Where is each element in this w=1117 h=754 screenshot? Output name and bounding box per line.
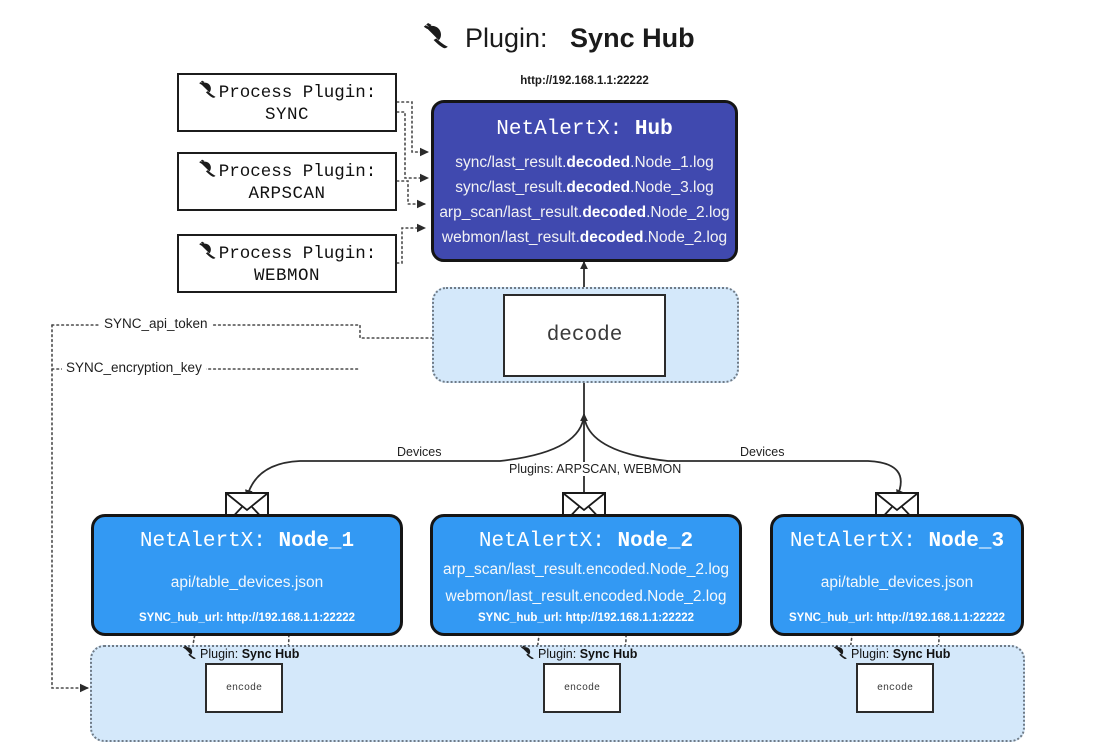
devices-left-label: Devices <box>394 445 445 459</box>
node-box-node-2[interactable]: NetAlertX: Node_2 arp_scan/last_result.e… <box>430 514 742 636</box>
process-plugin-arpscan[interactable]: Process Plugin: ARPSCAN <box>177 152 397 211</box>
encode-label: encode <box>225 682 262 694</box>
log-mid: decoded <box>566 154 631 171</box>
hub-title-prefix: NetAlertX: <box>496 118 623 141</box>
hub-log-line: sync/last_result.decoded.Node_1.log <box>434 150 735 175</box>
plug-icon <box>198 241 217 266</box>
node-title-name: Node_1 <box>278 530 355 553</box>
node-box-node-3[interactable]: NetAlertX: Node_3 api/table_devices.json… <box>770 514 1024 636</box>
sync-api-token-label: SYNC_api_token <box>100 316 212 331</box>
node-hub-url: SYNC_hub_url: http://192.168.1.1:22222 <box>788 612 1006 624</box>
log-pre: webmon/last_result. <box>441 229 580 246</box>
encoder-prefix: Plugin: <box>538 647 577 661</box>
node-line: api/table_devices.json <box>170 574 324 591</box>
process-plugin-name: ARPSCAN <box>248 184 326 204</box>
encode-box-2[interactable]: encode <box>543 663 621 713</box>
log-post: .Node_2.log <box>643 229 728 246</box>
node-line: api/table_devices.json <box>820 574 974 591</box>
log-post: .Node_1.log <box>630 154 714 171</box>
decode-label: decode <box>546 324 623 347</box>
node-hub-url: SYNC_hub_url: http://192.168.1.1:22222 <box>138 612 356 624</box>
log-pre: arp_scan/last_result. <box>439 204 583 221</box>
plug-icon <box>198 159 217 184</box>
node-line: webmon/last_result.encoded.Node_2.log <box>445 587 727 605</box>
encoder-plugin-label-3: Plugin: Sync Hub <box>833 645 950 663</box>
hub-title: NetAlertX: Hub <box>496 118 672 141</box>
plug-icon <box>833 645 848 663</box>
encoder-prefix: Plugin: <box>851 647 890 661</box>
process-plugin-sync[interactable]: Process Plugin: SYNC <box>177 73 397 132</box>
encode-box-1[interactable]: encode <box>205 663 283 713</box>
encoder-plugin-label-2: Plugin: Sync Hub <box>520 645 637 663</box>
log-pre: sync/last_result. <box>455 179 567 196</box>
node-box-node-1[interactable]: NetAlertX: Node_1 api/table_devices.json… <box>91 514 403 636</box>
node-title: NetAlertX: Node_2 <box>479 530 693 553</box>
title-name: Sync Hub <box>570 23 695 53</box>
encoder-name: Sync Hub <box>241 647 300 661</box>
hub-log-line: sync/last_result.decoded.Node_3.log <box>434 175 735 200</box>
process-plugin-title: Process Plugin: <box>218 82 377 103</box>
encoder-plugin-label-1: Plugin: Sync Hub <box>182 645 299 663</box>
log-mid: decoded <box>566 179 631 196</box>
node-title-prefix: NetAlertX: <box>139 530 266 553</box>
process-plugin-webmon[interactable]: Process Plugin: WEBMON <box>177 234 397 293</box>
node-title-name: Node_2 <box>617 530 694 553</box>
hub-url-label: http://192.168.1.1:22222 <box>520 75 649 87</box>
encode-label: encode <box>563 682 600 694</box>
plug-icon <box>422 19 450 63</box>
log-mid: decoded <box>582 204 647 221</box>
process-plugin-name: WEBMON <box>253 266 320 286</box>
hub-group: http://192.168.1.1:22222 NetAlertX: Hub … <box>431 75 738 262</box>
node-title-prefix: NetAlertX: <box>789 530 916 553</box>
encoder-name: Sync Hub <box>579 647 638 661</box>
node-title: NetAlertX: Node_3 <box>790 530 1004 553</box>
process-plugin-name: SYNC <box>264 105 309 125</box>
encode-label: encode <box>876 682 913 694</box>
hub-log-line: arp_scan/last_result.decoded.Node_2.log <box>434 200 735 225</box>
page-title: Plugin: Sync Hub <box>0 16 1117 63</box>
node-title-name: Node_3 <box>928 530 1005 553</box>
process-plugin-title: Process Plugin: <box>218 161 377 182</box>
plug-icon <box>182 645 197 663</box>
node-line: arp_scan/last_result.encoded.Node_2.log <box>442 560 730 578</box>
plug-icon <box>198 80 217 105</box>
log-mid: decoded <box>579 229 644 246</box>
log-pre: sync/last_result. <box>455 154 567 171</box>
plug-icon <box>520 645 535 663</box>
hub-box[interactable]: NetAlertX: Hub sync/last_result.decoded.… <box>431 100 738 262</box>
plugins-center-label: Plugins: ARPSCAN, WEBMON <box>506 462 685 476</box>
encoder-name: Sync Hub <box>892 647 951 661</box>
hub-log-line: webmon/last_result.decoded.Node_2.log <box>434 225 735 250</box>
log-post: .Node_2.log <box>646 204 730 221</box>
node-title: NetAlertX: Node_1 <box>140 530 354 553</box>
node-title-prefix: NetAlertX: <box>478 530 605 553</box>
encoder-prefix: Plugin: <box>200 647 239 661</box>
process-plugin-title: Process Plugin: <box>218 243 377 264</box>
title-prefix: Plugin: <box>464 23 548 53</box>
devices-right-label: Devices <box>737 445 788 459</box>
hub-title-name: Hub <box>634 118 673 141</box>
log-post: .Node_3.log <box>630 179 714 196</box>
encode-box-3[interactable]: encode <box>856 663 934 713</box>
node-hub-url: SYNC_hub_url: http://192.168.1.1:22222 <box>477 612 695 624</box>
decode-box[interactable]: decode <box>503 294 666 377</box>
sync-encryption-key-label: SYNC_encryption_key <box>62 360 206 375</box>
